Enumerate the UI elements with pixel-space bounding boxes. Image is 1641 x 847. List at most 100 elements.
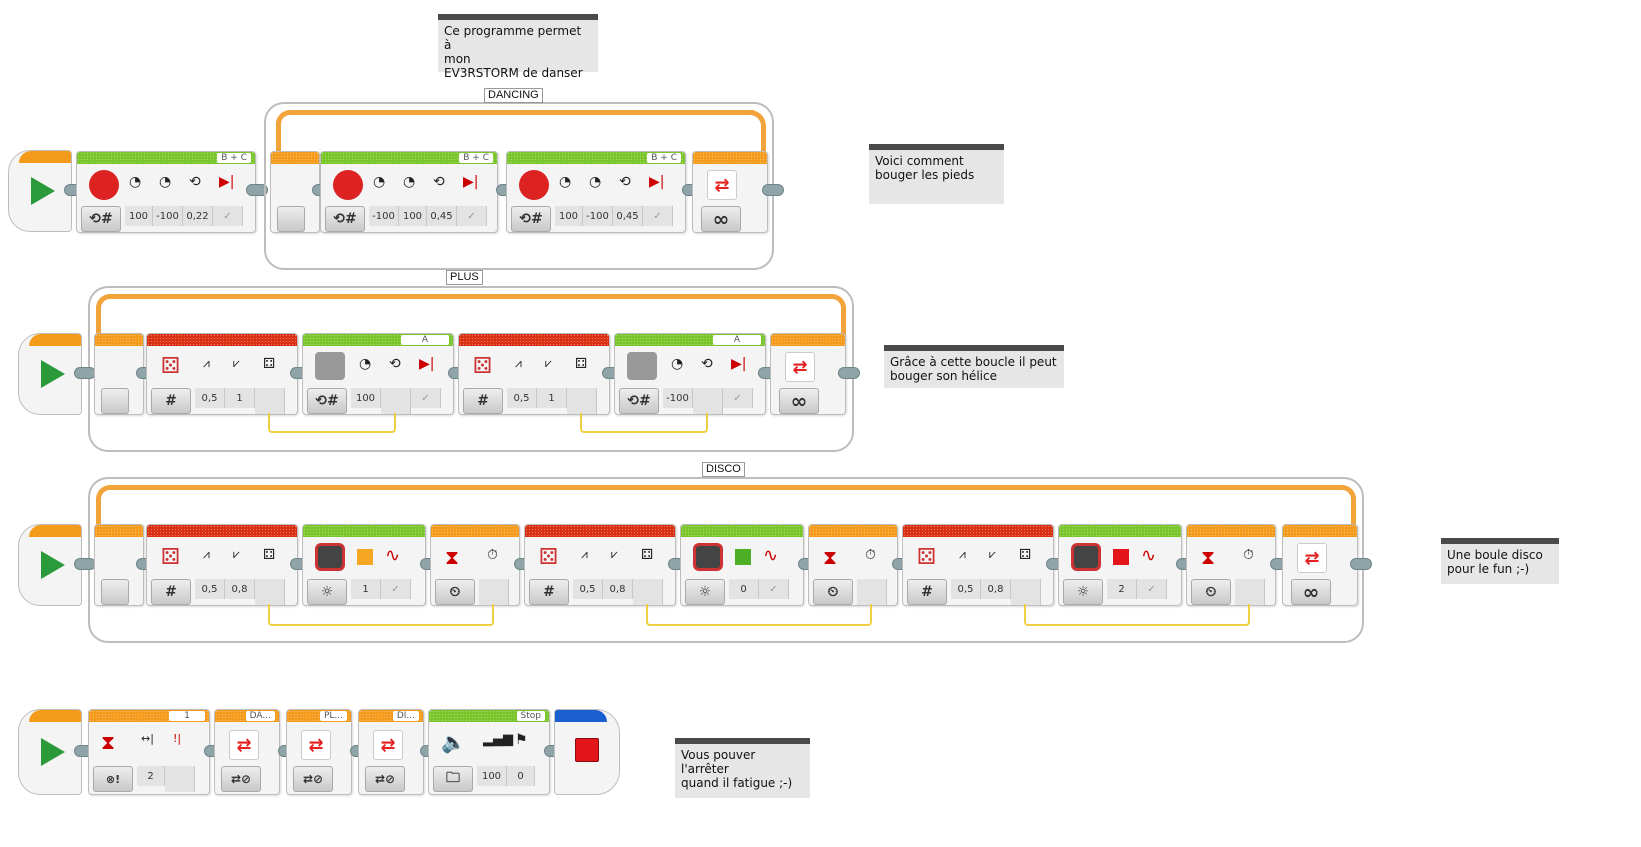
param-value[interactable]: 100	[125, 206, 153, 226]
mode-selector[interactable]: ☼	[685, 579, 725, 605]
random-block[interactable]: ⚄ ⩘ ⩗ ⚃ # 0,5 0,8	[146, 524, 298, 606]
mode-selector[interactable]: ⇄⊘	[365, 766, 405, 792]
param-value[interactable]: 100	[399, 206, 427, 226]
port-selector[interactable]: B + C	[647, 153, 681, 163]
loop-name-label[interactable]: PLUS	[446, 270, 483, 285]
param-value[interactable]: 100	[555, 206, 583, 226]
comment-intro[interactable]: Ce programme permet à mon EV3RSTORM de d…	[438, 14, 598, 80]
comment-propeller[interactable]: Grâce à cette boucle il peut bouger son …	[884, 345, 1064, 388]
brake-check[interactable]: ✓	[457, 206, 487, 226]
loop-end[interactable]: ⇄ ∞	[692, 151, 768, 233]
comment-stop[interactable]: Vous pouver l'arrêter quand il fatigue ;…	[675, 738, 810, 798]
param-value[interactable]: 0,5	[195, 579, 225, 599]
random-block[interactable]: ⚄ ⩘ ⩗ ⚃ # 0,5 0,8	[902, 524, 1054, 606]
param-value[interactable]: -100	[663, 388, 693, 408]
wait-touch-sensor-block[interactable]: 1 ⧗ ↔| !| ⊗! 2	[88, 709, 210, 795]
param-value[interactable]: -100	[583, 206, 613, 226]
output-value[interactable]	[165, 766, 195, 792]
medium-motor-block[interactable]: A ◔ ⟲ ▶| ⟲# 100 ✓	[302, 333, 454, 415]
seconds-input[interactable]	[857, 579, 887, 605]
mode-selector[interactable]: ⟲#	[81, 206, 121, 232]
param-value[interactable]: 0	[729, 579, 759, 599]
wait-timer-block[interactable]: ⧗ ⏱ ⏲	[430, 524, 520, 606]
loop-mode-selector[interactable]: ∞	[1291, 579, 1331, 605]
param-value[interactable]: 0,8	[225, 579, 255, 599]
mode-selector[interactable]: ☼	[1063, 579, 1103, 605]
start-block[interactable]	[18, 524, 82, 606]
output-value[interactable]	[567, 388, 597, 414]
loop-start[interactable]	[94, 333, 144, 415]
pulse-check[interactable]: ✓	[1137, 579, 1167, 599]
comment-disco[interactable]: Une boule disco pour le fun ;-)	[1441, 538, 1559, 584]
param-value[interactable]: 2	[1107, 579, 1137, 599]
port-selector[interactable]: A	[401, 335, 449, 345]
rotations-input[interactable]	[693, 388, 723, 414]
param-value[interactable]: 0,5	[951, 579, 981, 599]
param-value[interactable]: 0	[507, 766, 535, 786]
port-selector[interactable]: B + C	[459, 153, 493, 163]
wait-timer-block[interactable]: ⧗ ⏱ ⏲	[1186, 524, 1276, 606]
loop-name-selector[interactable]: DA...	[245, 711, 275, 721]
param-value[interactable]: 0,45	[427, 206, 457, 226]
move-tank-block[interactable]: B + C ◔ ◔ ⟲ ▶| ⟲# -100 100 0,45 ✓	[320, 151, 498, 233]
output-value[interactable]	[255, 579, 285, 605]
pulse-check[interactable]: ✓	[759, 579, 789, 599]
pulse-check[interactable]: ✓	[381, 579, 411, 599]
mode-selector[interactable]: ⏲	[1191, 579, 1231, 605]
data-wire[interactable]	[646, 604, 872, 626]
output-value[interactable]	[1011, 579, 1041, 605]
start-block[interactable]	[8, 150, 72, 232]
param-value[interactable]: 100	[477, 766, 507, 786]
comment-feet[interactable]: Voici comment bouger les pieds	[869, 144, 1004, 204]
brake-check[interactable]: ✓	[411, 388, 441, 408]
mode-selector[interactable]: ⇄⊘	[293, 766, 333, 792]
mode-selector[interactable]: ⟲#	[307, 388, 347, 414]
move-tank-block[interactable]: B + C ◔ ◔ ⟲ ▶| ⟲# 100 -100 0,45 ✓	[506, 151, 686, 233]
param-value[interactable]: 1	[351, 579, 381, 599]
mode-selector[interactable]: ⏲	[435, 579, 475, 605]
random-block[interactable]: ⚄ ⩘ ⩗ ⚃ # 0,5 1	[458, 333, 610, 415]
param-value[interactable]: 0,5	[507, 388, 537, 408]
mode-selector[interactable]: #	[907, 579, 947, 605]
port-selector[interactable]: 1	[169, 711, 205, 721]
loop-end[interactable]: ⇄ ∞	[1282, 524, 1358, 606]
mode-selector[interactable]: ⟲#	[511, 206, 551, 232]
port-selector[interactable]: A	[713, 335, 761, 345]
mode-selector[interactable]: ⟲#	[619, 388, 659, 414]
param-value[interactable]: 1	[537, 388, 567, 408]
param-value[interactable]: 100	[351, 388, 381, 408]
brake-check[interactable]: ✓	[723, 388, 753, 408]
mode-selector[interactable]: #	[151, 579, 191, 605]
sound-block[interactable]: Stop 🔈 ▂▄▆ ⚑ 🗀 100 0	[428, 709, 550, 795]
brake-check[interactable]: ✓	[643, 206, 673, 226]
brick-light-block[interactable]: ∿ ☼ 0 ✓	[680, 524, 804, 606]
start-block[interactable]	[18, 709, 82, 795]
port-selector[interactable]: B + C	[217, 153, 251, 163]
mode-selector[interactable]: ⏲	[813, 579, 853, 605]
loop-interrupt-block[interactable]: DA... ⇄ ⇄⊘	[214, 709, 280, 795]
mode-selector[interactable]: ⟲#	[325, 206, 365, 232]
param-value[interactable]: 0,45	[613, 206, 643, 226]
loop-interrupt-block[interactable]: PL... ⇄ ⇄⊘	[286, 709, 352, 795]
param-value[interactable]: 0,8	[981, 579, 1011, 599]
loop-name-selector[interactable]: PL...	[319, 711, 347, 721]
param-value[interactable]: -100	[153, 206, 183, 226]
start-block[interactable]	[18, 333, 82, 415]
loop-mode-selector[interactable]: ∞	[701, 206, 741, 232]
brake-check[interactable]: ✓	[213, 206, 243, 226]
param-value[interactable]: -100	[369, 206, 399, 226]
param-value[interactable]: 0,5	[195, 388, 225, 408]
loop-name-selector[interactable]: DI...	[392, 711, 419, 721]
medium-motor-block[interactable]: A ◔ ⟲ ▶| ⟲# -100 ✓	[614, 333, 766, 415]
data-wire[interactable]	[268, 413, 396, 433]
brick-light-block[interactable]: ∿ ☼ 1 ✓	[302, 524, 426, 606]
brick-light-block[interactable]: ∿ ☼ 2 ✓	[1058, 524, 1182, 606]
mode-selector[interactable]: ☼	[307, 579, 347, 605]
move-tank-block[interactable]: B + C ◔ ◔ ⟲ ▶| ⟲# 100 -100 0,22 ✓	[76, 151, 256, 233]
data-wire[interactable]	[1024, 604, 1250, 626]
output-value[interactable]	[255, 388, 285, 414]
mode-selector[interactable]: #	[463, 388, 503, 414]
param-value[interactable]: 0,5	[573, 579, 603, 599]
loop-interrupt-block[interactable]: DI... ⇄ ⇄⊘	[358, 709, 424, 795]
random-block[interactable]: ⚄ ⩘ ⩗ ⚃ # 0,5 0,8	[524, 524, 676, 606]
